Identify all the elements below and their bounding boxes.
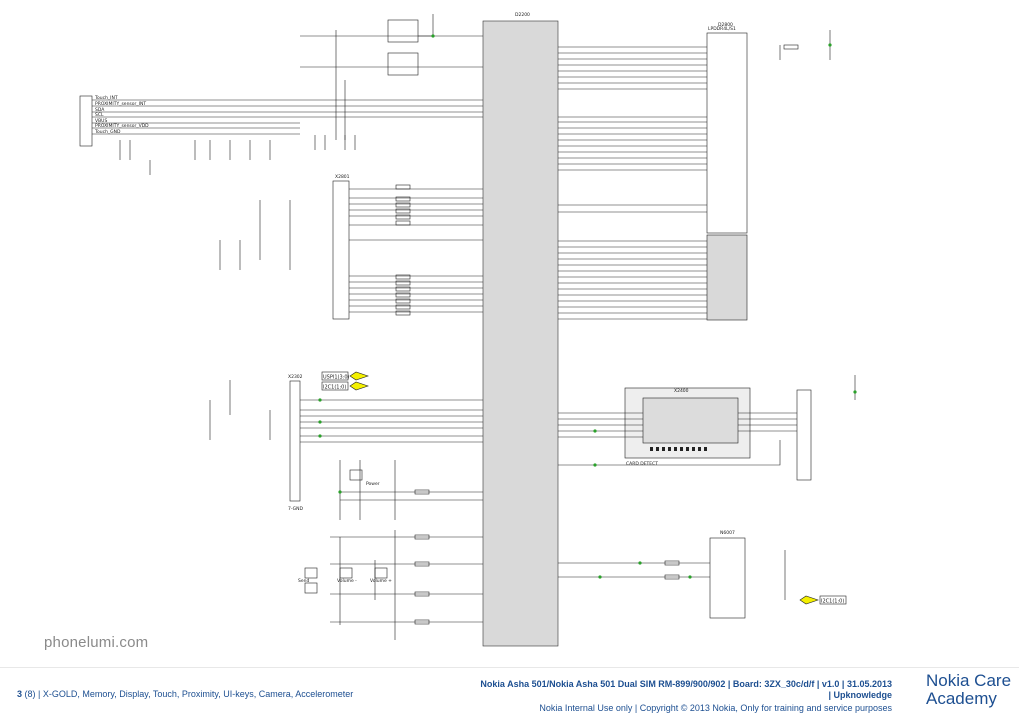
key-power-label: Power [366,481,380,487]
card-detect-label: CARD DETECT [626,461,658,467]
net-label-i2c-2: I2C1(1:0) [821,599,844,605]
display-conn-label: X2302 [288,374,303,380]
footer-revision: | Upknowledge [828,690,892,700]
left-pin-1: Touch_INT [94,95,118,101]
left-pin-2: PROXIMITY_sensor_INT [95,101,146,107]
left-pin-4: SCL [95,112,104,118]
net-flag-uspi [349,371,369,381]
sim-connector [796,389,812,481]
left-pin-6: PROXIMITY_sensor_VDD [95,123,149,129]
brand-line-1: Nokia Care [926,671,1012,690]
gnd-label: 7-GND [288,506,304,512]
sd-conn-label: X2400 [674,388,689,394]
watermark: phonelumi.com [44,634,149,651]
brand-logo: Nokia Care Academy [926,672,1011,708]
page-total: (8) [24,689,36,699]
left-pin-5: VBUS [95,118,107,124]
page-description: | X-GOLD, Memory, Display, Touch, Proxim… [38,689,354,699]
net-flag-i2c-2 [799,595,819,605]
main-ic-body [482,20,559,647]
key-vol-up-label: Volume + [370,578,392,584]
key-send-label: Send [298,578,309,584]
accelerometer-ic [709,537,746,619]
page-number: 3 [17,689,23,699]
footer-copyright: Nokia Internal Use only | Copyright © 20… [539,703,892,713]
left-connector [79,95,93,147]
left-pin-7: Touch_GND [94,129,121,135]
memory-ic-label: D2800 [718,22,733,28]
key-vol-down-label: Volume - [337,578,357,584]
left-pin-3: SDA [95,107,105,113]
footer-title: Nokia Asha 501/Nokia Asha 501 Dual SIM R… [480,679,892,689]
memory-ic-pins [706,234,748,321]
net-label-uspi: USPI1(3:0) [323,375,350,381]
memory-part-label: LPDDR4L/S1 [708,26,736,32]
net-label-i2c-1: I2C1(1:0) [323,385,346,391]
footer-divider [0,667,1019,668]
main-ic-label: D2200 [515,12,530,18]
brand-line-2: Academy [926,689,997,708]
camera-connector [332,180,350,320]
footer-page-info: 3 (8) | X-GOLD, Memory, Display, Touch, … [17,689,353,699]
display-connector [289,380,301,502]
net-flag-i2c-1 [349,381,369,391]
accel-ic-label: N6007 [720,530,735,536]
memory-ic-body [706,32,748,234]
camera-conn-label: X2801 [335,174,350,180]
